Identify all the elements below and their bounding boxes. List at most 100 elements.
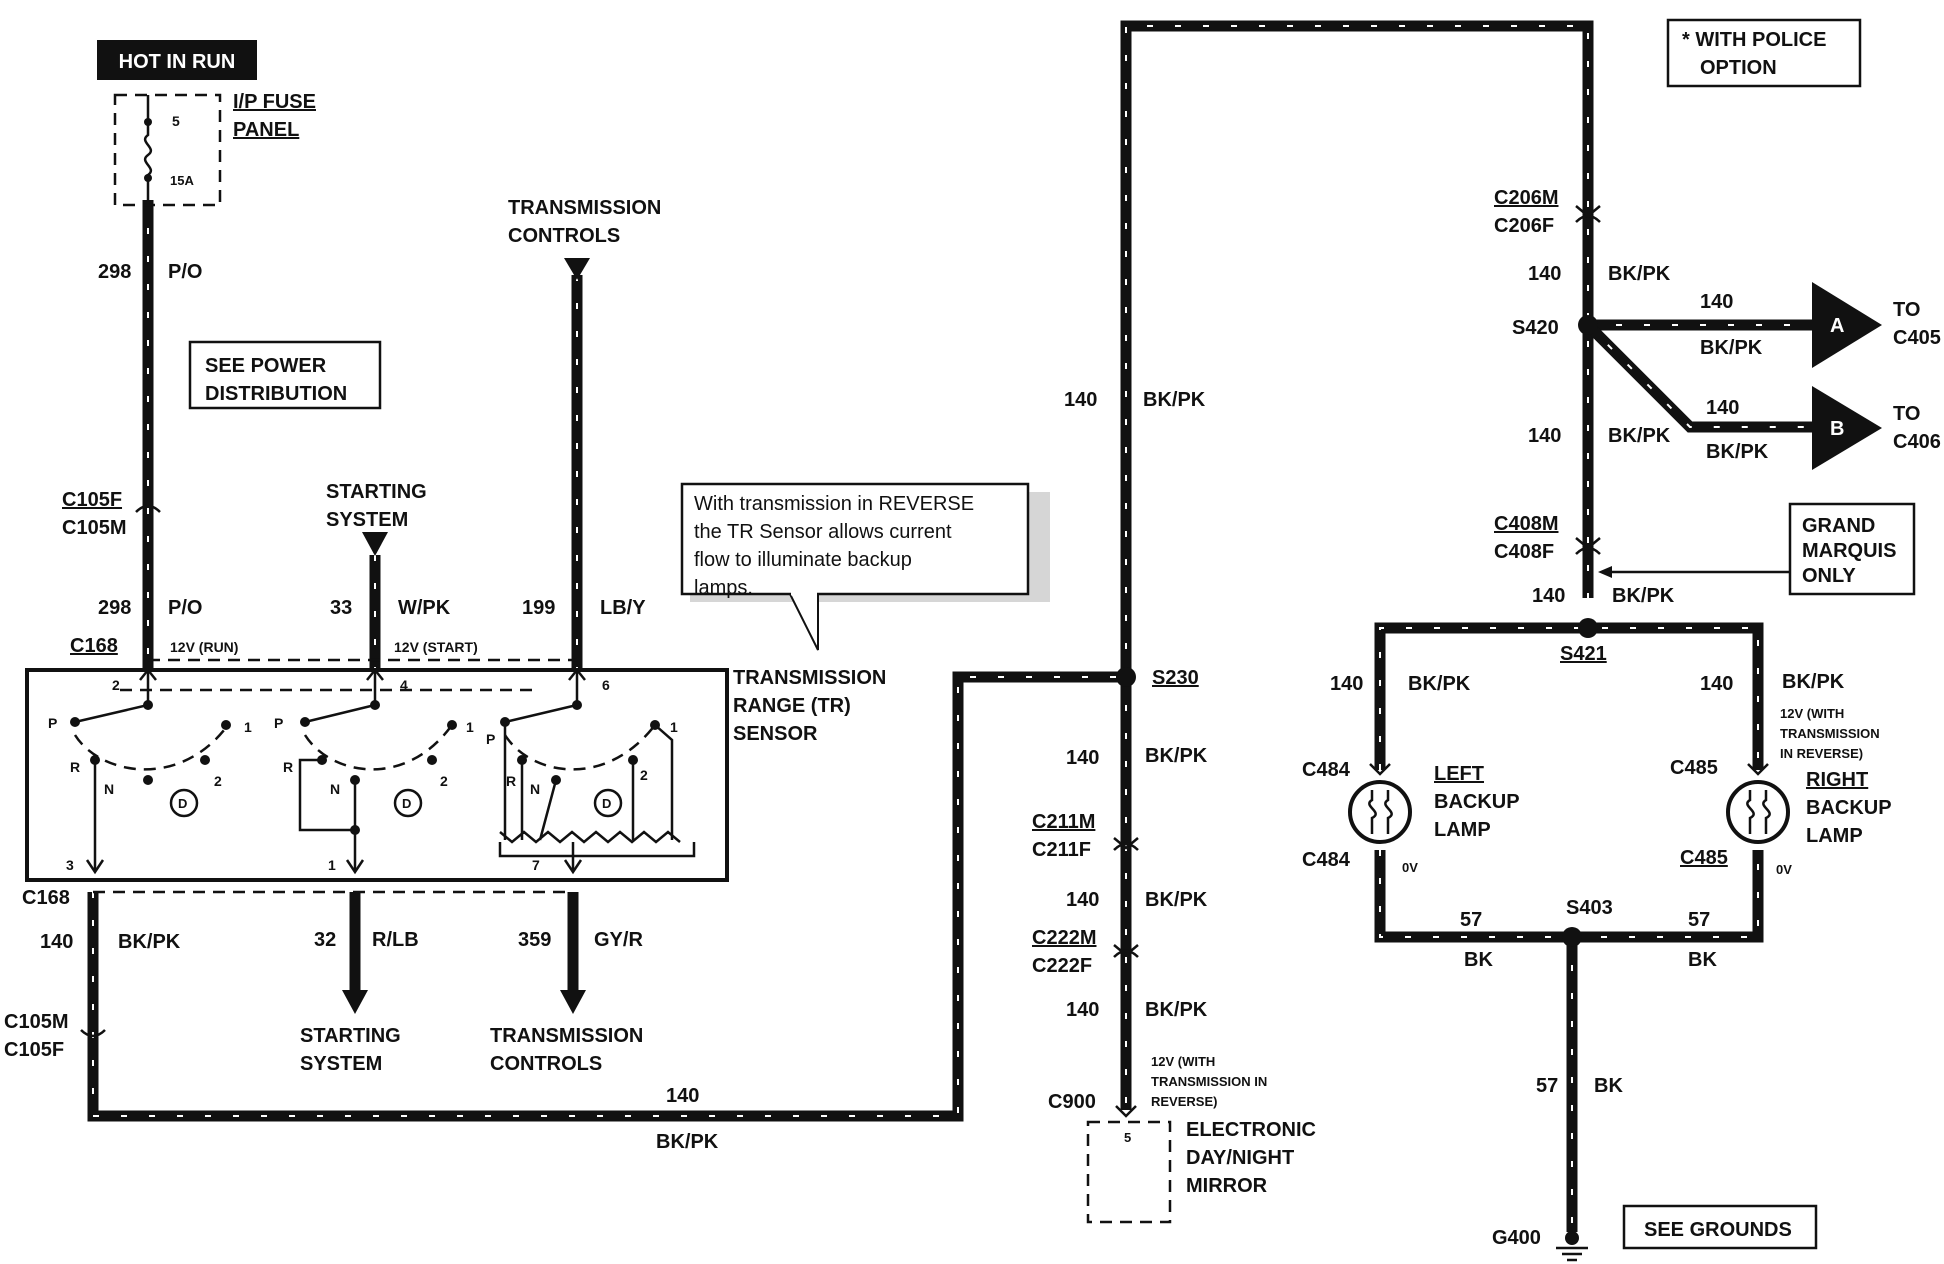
svg-text:1: 1 xyxy=(244,719,252,735)
svg-text:P: P xyxy=(486,731,495,747)
police-option-box xyxy=(1666,18,1862,88)
c168-bottom: C168 xyxy=(22,887,70,909)
c408-1: C408M xyxy=(1494,513,1558,535)
w140-cb-color: BK/PK xyxy=(1145,889,1208,911)
s420-label: S420 xyxy=(1512,317,1559,339)
hot-in-run-label: HOT IN RUN xyxy=(119,51,236,73)
w140-rl-circuit: 140 xyxy=(1700,673,1733,695)
ground-label: G400 xyxy=(1492,1227,1541,1249)
wire-140-bottom-loop xyxy=(87,671,1126,1122)
w33-color: W/PK xyxy=(398,597,451,619)
fuse-panel-label-1: I/P FUSE xyxy=(233,91,316,113)
c211-1: C211M xyxy=(1032,811,1095,833)
mirror-label-1: ELECTRONIC xyxy=(1186,1119,1316,1141)
left-backup-lamp-bulb xyxy=(1348,780,1412,844)
w57-left-color: BK xyxy=(1464,949,1493,971)
c105-top-symbol xyxy=(135,504,161,513)
reverse-note-1: With transmission in REVERSE xyxy=(694,493,974,515)
svg-text:R: R xyxy=(506,773,516,789)
mirror-label-3: MIRROR xyxy=(1186,1175,1268,1197)
starting-system-bottom-2: SYSTEM xyxy=(300,1053,382,1075)
police-note-1: * WITH POLICE xyxy=(1682,29,1826,51)
right-voltage-2: TRANSMISSION xyxy=(1780,726,1880,741)
svg-text:1: 1 xyxy=(466,719,474,735)
fuse-panel-box xyxy=(113,93,222,207)
svg-text:P: P xyxy=(274,715,283,731)
trans-controls-bottom-2: CONTROLS xyxy=(490,1053,602,1075)
to-b-arrow xyxy=(1812,386,1882,470)
grand-marquis-2: MARQUIS xyxy=(1802,540,1896,562)
tr-switch-3: 6 P R N D 2 1 xyxy=(486,669,696,870)
w140-bl-circuit: 140 xyxy=(40,931,73,953)
w140-cu-color: BK/PK xyxy=(1143,389,1206,411)
wire-hatching xyxy=(92,25,1812,1232)
fuse-rating: 15A xyxy=(170,173,194,188)
svg-text:4: 4 xyxy=(400,677,408,693)
w140-rb-circuit: 140 xyxy=(1528,425,1561,447)
mirror-pin: 5 xyxy=(1124,1130,1131,1145)
reverse-note-box xyxy=(680,482,1030,596)
c485-bottom: C485 xyxy=(1680,847,1728,869)
w140-run-color: BK/PK xyxy=(656,1131,719,1153)
mirror-voltage-1: 12V (WITH xyxy=(1151,1054,1215,1069)
reverse-note-2: the TR Sensor allows current xyxy=(694,521,952,543)
svg-text:2: 2 xyxy=(640,767,648,783)
tr-title-2: RANGE (TR) xyxy=(733,695,851,717)
svg-text:1: 1 xyxy=(670,719,678,735)
w57-right-circuit: 57 xyxy=(1688,909,1710,931)
splice-s230 xyxy=(1116,667,1136,687)
w140-run-circuit: 140 xyxy=(666,1085,699,1107)
svg-text:D: D xyxy=(602,796,611,811)
to-b-label-1: TO xyxy=(1893,403,1920,425)
w140-cc-circuit: 140 xyxy=(1066,999,1099,1021)
reverse-note-4: lamps. xyxy=(694,577,753,599)
tr-switch-2: 4 P R N D 2 1 xyxy=(274,669,474,870)
mirror-voltage-2: TRANSMISSION IN xyxy=(1151,1074,1267,1089)
fuse-icon xyxy=(143,95,153,205)
right-lamp-3: LAMP xyxy=(1806,825,1863,847)
to-b-label-2: C406 xyxy=(1893,431,1941,453)
c484-top: C484 xyxy=(1302,759,1351,781)
c168-top: C168 xyxy=(70,635,118,657)
w359-color: GY/R xyxy=(594,929,643,951)
c206-symbol xyxy=(1575,205,1601,223)
reverse-note-3: flow to illuminate backup xyxy=(694,549,912,571)
c211-2: C211F xyxy=(1032,839,1091,861)
trans-controls-top-1: TRANSMISSION xyxy=(508,197,661,219)
s403-label: S403 xyxy=(1566,897,1613,919)
starting-system-top-2: SYSTEM xyxy=(326,509,408,531)
right-voltage-3: IN REVERSE) xyxy=(1780,746,1863,761)
svg-text:R: R xyxy=(70,759,80,775)
tr-sensor-box xyxy=(25,668,729,882)
w298b-circuit: 298 xyxy=(98,597,131,619)
w140-a-circuit: 140 xyxy=(1700,291,1733,313)
grand-marquis-3: ONLY xyxy=(1802,565,1856,587)
svg-text:N: N xyxy=(330,781,340,797)
w298b-color: P/O xyxy=(168,597,202,619)
grand-marquis-box xyxy=(1788,502,1916,596)
mirror-label-2: DAY/NIGHT xyxy=(1186,1147,1294,1169)
left-ov: 0V xyxy=(1402,860,1418,875)
w359-circuit: 359 xyxy=(518,929,551,951)
c206-1: C206M xyxy=(1494,187,1558,209)
see-power-label-2: DISTRIBUTION xyxy=(205,383,347,405)
wire-140-run xyxy=(1120,20,1594,677)
c105-top-2: C105M xyxy=(62,517,126,539)
tr-bottom-arrows xyxy=(85,859,583,875)
splice-s420 xyxy=(1578,315,1598,335)
w57-ground-color: BK xyxy=(1594,1075,1623,1097)
svg-text:6: 6 xyxy=(602,677,610,693)
w140-cb-circuit: 140 xyxy=(1066,889,1099,911)
c206-2: C206F xyxy=(1494,215,1554,237)
w140-rc-circuit: 140 xyxy=(1532,585,1565,607)
to-a-letter: A xyxy=(1830,315,1844,337)
c222-2: C222F xyxy=(1032,955,1092,977)
c408-symbol xyxy=(1575,537,1601,555)
w199-circuit: 199 xyxy=(522,597,555,619)
trans-controls-top-2: CONTROLS xyxy=(508,225,620,247)
to-a-label-2: C405 xyxy=(1893,327,1941,349)
splice-s403 xyxy=(1562,927,1582,947)
svg-text:P: P xyxy=(48,715,57,731)
right-lamp-2: BACKUP xyxy=(1806,797,1892,819)
w32-circuit: 32 xyxy=(314,929,336,951)
